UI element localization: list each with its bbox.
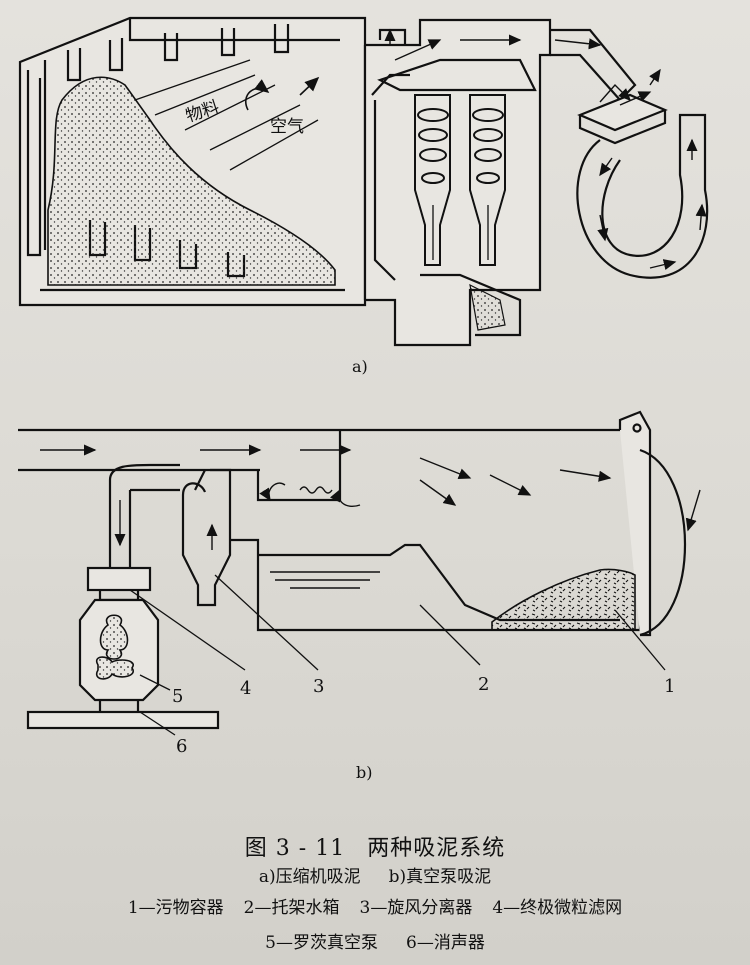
figure-a-diagram [18,16,709,347]
legend-item-2: 2—托架水箱 [243,898,340,918]
legend-row-1: 1—污物容器 2—托架水箱 3—旋风分离器 4—终极微粒滤网 [0,893,750,918]
part-number-3: 3 [313,676,324,697]
part-number-2: 2 [478,674,489,695]
part-number-1: 1 [664,676,675,697]
figure-b-diagram [18,410,701,736]
legend-item-6: 6—消声器 [406,933,485,953]
part-number-5: 5 [172,686,183,707]
figure-b-label: b) [356,763,372,782]
figure-a-label: a) [352,357,368,376]
diagram-svg: 物料 空气 a) [18,16,709,782]
figure-subcaptions: a)压缩机吸泥 b)真空泵吸泥 [0,862,750,887]
subcaption-a: a)压缩机吸泥 [258,867,361,887]
figure-caption-title: 图 3 - 11 两种吸泥系统 [0,830,750,862]
part-number-4: 4 [240,678,251,699]
legend-item-4: 4—终极微粒滤网 [492,898,623,918]
figure-number: 图 3 - 11 [244,836,346,861]
air-label: 空气 [270,117,304,137]
subcaption-b: b)真空泵吸泥 [388,867,492,887]
legend-item-5: 5—罗茨真空泵 [265,933,378,953]
legend-row-2: 5—罗茨真空泵 6—消声器 [0,928,750,953]
legend-item-3: 3—旋风分离器 [359,898,473,918]
legend-item-1: 1—污物容器 [127,898,224,918]
figure-title: 两种吸泥系统 [367,836,506,861]
part-number-6: 6 [176,736,187,757]
